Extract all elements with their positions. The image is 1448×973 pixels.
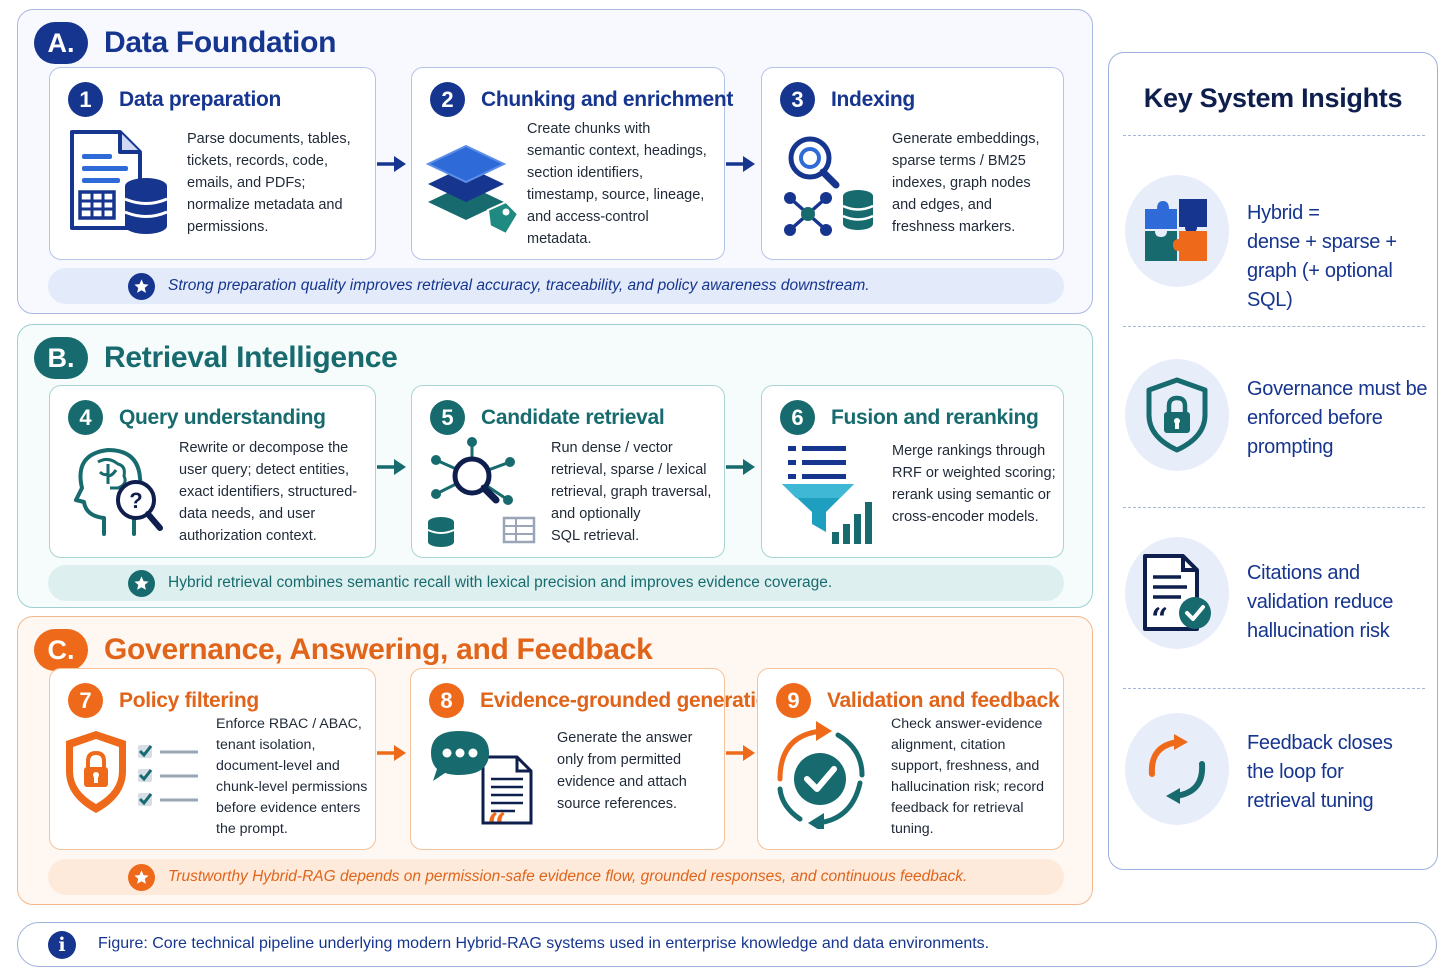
note-text: Strong preparation quality improves retr… [168,277,870,294]
card-description: Enforce RBAC / ABAC, tenant isolation, d… [216,716,368,837]
insight-item-governance: Governance must be enforced before promp… [1109,357,1437,477]
section-badge: C. [34,629,88,671]
card-title: Indexing [831,87,915,111]
card-evidence-grounded-generation: 8 Evidence-grounded generation “ Generat… [410,668,781,850]
card-description: Check answer-evidence alignment, citatio… [891,716,1044,837]
section-governance-answering-feedback: C. Governance, Answering, and Feedback 7… [17,616,1093,905]
section-badge: B. [34,337,88,379]
validation-cycle-icon [777,721,865,829]
svg-text:“: “ [1151,602,1168,633]
head-question-icon: ? [74,448,163,536]
card-chunking-enrichment: 2 Chunking and enrichment Create chunks … [411,67,733,260]
flow-arrow-icon [726,745,755,761]
info-icon: i [48,931,76,959]
svg-text:“: “ [487,806,507,835]
flow-arrow-icon [726,459,755,475]
section-title: Retrieval Intelligence [104,341,398,374]
card-title: Fusion and reranking [831,405,1039,429]
star-icon [128,864,155,891]
card-title: Query understanding [119,405,326,429]
search-network-icon [427,437,536,547]
card-validation-feedback: 9 Validation and feedback Check answer-e… [757,668,1064,850]
insight-text: Governance must be enforced before promp… [1247,378,1428,458]
card-title: Evidence-grounded generation [480,688,781,712]
step-number: 8 [429,683,464,718]
divider [1123,507,1425,508]
card-title: Candidate retrieval [481,405,665,429]
section-header: C. Governance, Answering, and Feedback [34,629,653,671]
card-description: Run dense / vector retrieval, sparse / l… [551,440,712,544]
divider [1123,688,1425,689]
insights-title: Key System Insights [1143,83,1403,113]
section-title: Data Foundation [104,26,337,59]
document-check-icon: “ [1125,537,1229,649]
puzzle-icon [1125,175,1229,287]
card-title: Chunking and enrichment [481,87,734,111]
section-header: A. Data Foundation [34,22,336,64]
card-title: Data preparation [119,87,282,111]
section-note: Hybrid retrieval combines semantic recal… [48,565,1064,601]
card-policy-filtering: 7 Policy filtering Enforce RBAC / ABAC, … [49,668,376,850]
step-number: 9 [776,683,811,718]
section-note: Trustworthy Hybrid-RAG depends on permis… [48,859,1064,895]
refresh-cycle-icon [1125,713,1229,825]
divider [1123,135,1425,136]
shield-checklist-icon [66,731,198,813]
flow-arrow-icon [377,156,406,172]
section-title: Governance, Answering, and Feedback [104,633,653,666]
document-database-icon [70,130,168,234]
step-number: 2 [430,82,465,117]
star-icon [128,570,155,597]
star-icon [128,273,155,300]
search-graph-database-icon [784,136,874,236]
step-number: 4 [68,400,103,435]
card-indexing: 3 Indexing Generate embeddings, sparse t… [761,67,1064,260]
card-description: Merge rankings through RRF or weighted s… [892,443,1056,525]
key-insights-panel: Key System Insights Hybrid = dense + spa… [1108,52,1438,870]
figure-caption: i Figure: Core technical pipeline underl… [17,922,1437,967]
card-description: Parse documents, tables, tickets, record… [187,131,351,235]
insight-item-citations: “ Citations and validation reduce halluc… [1109,537,1437,657]
card-description: Generate embeddings, sparse terms / BM25… [892,131,1040,235]
insight-item-feedback: Feedback closes the loop for retrieval t… [1109,713,1437,833]
section-retrieval-intelligence: B. Retrieval Intelligence 4 Query unders… [17,324,1093,608]
section-note: Strong preparation quality improves retr… [48,268,1064,304]
layers-tag-icon [426,144,520,236]
shield-lock-icon [1125,359,1229,471]
section-badge: A. [34,22,88,64]
card-data-preparation: 1 Data preparation Parse documents, tabl… [49,67,376,260]
step-number: 6 [780,400,815,435]
step-number: 5 [430,400,465,435]
step-number: 1 [68,82,103,117]
note-text: Hybrid retrieval combines semantic recal… [168,574,833,591]
insight-text: Citations and validation reduce hallucin… [1247,562,1394,642]
note-text: Trustworthy Hybrid-RAG depends on permis… [168,868,968,885]
section-header: B. Retrieval Intelligence [34,337,398,379]
card-title: Validation and feedback [827,688,1060,712]
flow-arrow-icon [377,745,406,761]
insight-item-hybrid: Hybrid = dense + sparse + graph (+ optio… [1109,173,1437,311]
card-description: Rewrite or decompose the user query; det… [179,440,358,544]
caption-text: Figure: Core technical pipeline underlyi… [98,935,990,952]
step-number: 3 [780,82,815,117]
insight-text: Feedback closes the loop for retrieval t… [1247,732,1393,812]
card-query-understanding: 4 Query understanding ? Rewrite or decom… [49,385,376,558]
chat-document-quote-icon: “ [431,731,533,835]
divider [1123,326,1425,327]
card-fusion-reranking: 6 Fusion and reranking Merge rankings th… [761,385,1064,558]
step-number: 7 [68,683,103,718]
insight-text: Hybrid = dense + sparse + graph (+ optio… [1247,202,1397,311]
flow-arrow-icon [377,459,406,475]
card-candidate-retrieval: 5 Candidate retrieval Run de [411,385,725,558]
section-data-foundation: A. Data Foundation 1 Data preparation [17,9,1093,314]
flow-arrow-icon [726,156,755,172]
svg-text:?: ? [129,488,142,513]
card-description: Create chunks with semantic context, hea… [527,121,707,247]
funnel-ranking-icon [782,446,872,544]
card-description: Generate the answer only from permitted … [557,730,693,812]
card-title: Policy filtering [119,688,259,712]
